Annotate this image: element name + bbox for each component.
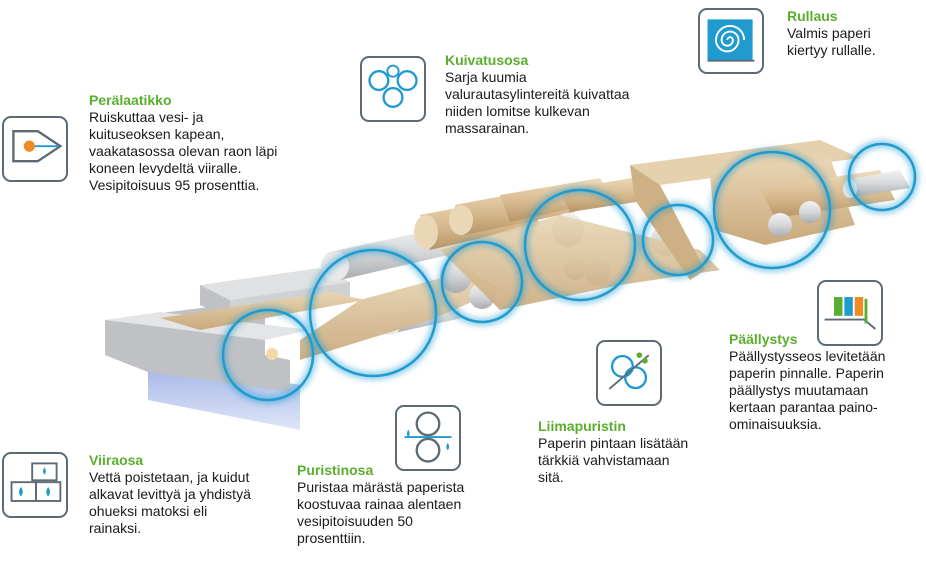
dryer-title: Kuivatusosa <box>445 52 529 68</box>
sizing-title: Liimapuristin <box>538 418 626 434</box>
press-rollers-icon <box>395 405 461 471</box>
stage-highlight-rings <box>219 140 919 404</box>
ring-size-press <box>523 188 637 302</box>
label-press: Puristinosa Puristaa märästä paperista k… <box>297 462 464 547</box>
ring-dryer <box>440 240 524 324</box>
ring-calender <box>641 203 715 277</box>
dryer-cylinders-icon <box>360 56 426 122</box>
headbox-nozzle-icon <box>2 116 68 182</box>
label-wire: Viiraosa Vettä poistetaan, ja kuidut alk… <box>89 452 251 537</box>
ring-reel <box>847 142 917 212</box>
size-press-icon <box>596 340 662 406</box>
water-drops-icon <box>2 452 68 518</box>
press-title: Puristinosa <box>297 462 374 478</box>
coating-layers-icon <box>817 280 883 346</box>
sizing-description: Paperin pintaan lisätään tärkkiä vahvist… <box>538 435 689 485</box>
ring-coating <box>712 150 832 270</box>
label-sizing: Liimapuristin Paperin pintaan lisätään t… <box>538 418 688 486</box>
label-reel: Rullaus Valmis paperi kiertyy rullalle. <box>787 8 876 59</box>
wire-description: Vettä poistetaan, ja kuidut alkavat levi… <box>89 469 251 536</box>
headbox-description: Ruiskuttaa vesi- ja kuituseoksen kapean,… <box>89 109 278 193</box>
ring-headbox <box>221 308 315 402</box>
reel-description: Valmis paperi kiertyy rullalle. <box>787 25 876 58</box>
paper-reel-icon <box>698 8 764 74</box>
ring-press <box>308 248 438 378</box>
dryer-description: Sarja kuumia valurautasylintereitä kuiva… <box>445 69 630 136</box>
reel-title: Rullaus <box>787 8 838 24</box>
headbox-title: Perälaatikko <box>89 92 172 108</box>
label-headbox: Perälaatikko Ruiskuttaa vesi- ja kuituse… <box>89 92 277 194</box>
coating-title: Päällystys <box>729 331 798 347</box>
wire-title: Viiraosa <box>89 452 144 468</box>
label-dryer: Kuivatusosa Sarja kuumia valurautasylint… <box>445 52 629 137</box>
press-description: Puristaa märästä paperista koostuvaa rai… <box>297 479 465 546</box>
coating-description: Päällystysseos levitetään paperin pinnal… <box>729 348 886 432</box>
wire-sheet <box>148 360 300 430</box>
label-coating: Päällystys Päällystysseos levitetään pap… <box>729 331 885 433</box>
